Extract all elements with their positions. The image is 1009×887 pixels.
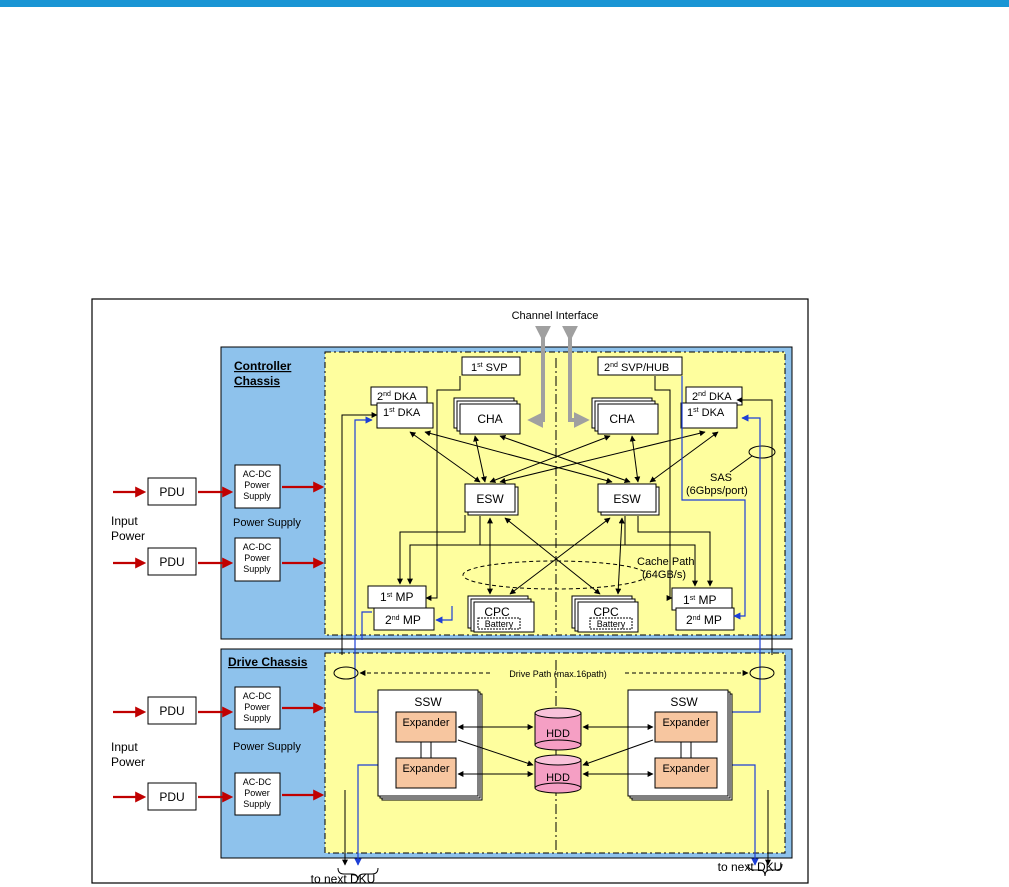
acdc-2-line3: Supply (243, 564, 271, 574)
acdc-2-line2: Power (244, 553, 270, 563)
pdu-4-label: PDU (159, 790, 184, 804)
input-power-2-line1: Input (111, 740, 138, 754)
cache-path-label-1: Cache Path (637, 556, 694, 568)
expander-right-top (654, 711, 718, 743)
controller-connections (341, 376, 773, 655)
controller-title-line2: Chassis (234, 374, 280, 388)
dka-2-left-label: 2nd DKA (377, 391, 417, 403)
cha-right-label: CHA (609, 412, 634, 426)
esw-right-box (597, 483, 660, 516)
cache-path-label-2: (64GB/s) (642, 569, 686, 581)
pdu-1-label: PDU (159, 485, 184, 499)
drive-path-ellipse-left (333, 666, 359, 680)
pdu-3-label: PDU (159, 704, 184, 718)
power-supply-label-1: Power Supply (233, 517, 301, 529)
expander-left-bottom (395, 757, 457, 789)
acdc-1-line2: Power (244, 480, 270, 490)
expander-right-bottom (654, 757, 718, 789)
hdd-top-label: HDD (546, 728, 570, 740)
sas-ellipse (748, 445, 776, 459)
expander-left-top (395, 711, 457, 743)
mp-2-right-label: 2nd MP (686, 613, 722, 627)
controller-title-line1: Controller (234, 359, 292, 373)
acdc-2-line1: AC-DC (243, 542, 272, 552)
power-supply-label-2: Power Supply (233, 741, 301, 753)
acdc-3-line1: AC-DC (243, 691, 272, 701)
cpc-left-label: CPC (484, 605, 510, 619)
drive-path-label: Drive Path (max.16path) (509, 669, 607, 679)
acdc-1-line1: AC-DC (243, 469, 272, 479)
pdu-2-label: PDU (159, 555, 184, 569)
drive-connections (457, 724, 654, 777)
svp-2-box (597, 356, 683, 376)
input-power-1-line2: Power (111, 529, 145, 543)
hdd-top (534, 707, 582, 751)
power-controller (113, 464, 325, 582)
mp-1-right-label: 1st MP (683, 593, 716, 607)
battery-left-label: Battery (485, 619, 514, 629)
esw-right-label: ESW (613, 492, 641, 506)
sas-label-1: SAS (710, 472, 732, 484)
drive-path-ellipse-right (749, 666, 775, 680)
acdc-4-line1: AC-DC (243, 777, 272, 787)
svp-2-label: 2nd SVP/HUB (604, 362, 669, 374)
hdd-bottom-label: HDD (546, 772, 570, 784)
channel-arrow-left (527, 325, 551, 428)
battery-left (477, 617, 521, 630)
expander-right-bottom-label: Expander (662, 763, 709, 775)
to-next-dku-brace-left (337, 867, 379, 881)
mp-2-left-label: 2nd MP (385, 613, 421, 627)
ssw-right-label: SSW (670, 695, 698, 709)
to-next-dku-brace-right (747, 863, 783, 877)
acdc-3-line3: Supply (243, 713, 271, 723)
mp-1-left-label: 1st MP (380, 590, 413, 604)
acdc-4-line2: Power (244, 788, 270, 798)
to-next-dku-left-label: to next DKU (311, 872, 376, 886)
drive-title: Drive Chassis (228, 655, 308, 669)
svp-1-label: 1st SVP (471, 362, 508, 374)
battery-right-label: Battery (597, 619, 626, 629)
esw-left-label: ESW (476, 492, 504, 506)
acdc-4-line3: Supply (243, 799, 271, 809)
acdc-1-line3: Supply (243, 491, 271, 501)
expander-left-bottom-label: Expander (402, 763, 449, 775)
ssw-left-label: SSW (414, 695, 442, 709)
sas-label-2: (6Gbps/port) (686, 485, 748, 497)
acdc-3-line2: Power (244, 702, 270, 712)
to-next-dku-right-label: to next DKU (718, 860, 783, 874)
dka-2-right-label: 2nd DKA (692, 391, 732, 403)
input-power-2-line2: Power (111, 755, 145, 769)
channel-interface-label: Channel Interface (512, 310, 599, 322)
dka-1-left-label: 1st DKA (383, 407, 421, 419)
dka-1-right-label: 1st DKA (687, 407, 725, 419)
svp-1-box (461, 356, 521, 376)
channel-arrow-right (562, 325, 590, 428)
hdd-bottom (534, 754, 582, 794)
cha-left-label: CHA (477, 412, 502, 426)
cpc-right-label: CPC (593, 605, 619, 619)
power-drive (113, 686, 325, 816)
esw-left-box (464, 483, 519, 516)
input-power-1-line1: Input (111, 514, 138, 528)
top-accent-rule (0, 0, 1009, 7)
expander-left-top-label: Expander (402, 717, 449, 729)
cha-right-stack (591, 397, 659, 435)
battery-right (589, 617, 633, 630)
expander-right-top-label: Expander (662, 717, 709, 729)
